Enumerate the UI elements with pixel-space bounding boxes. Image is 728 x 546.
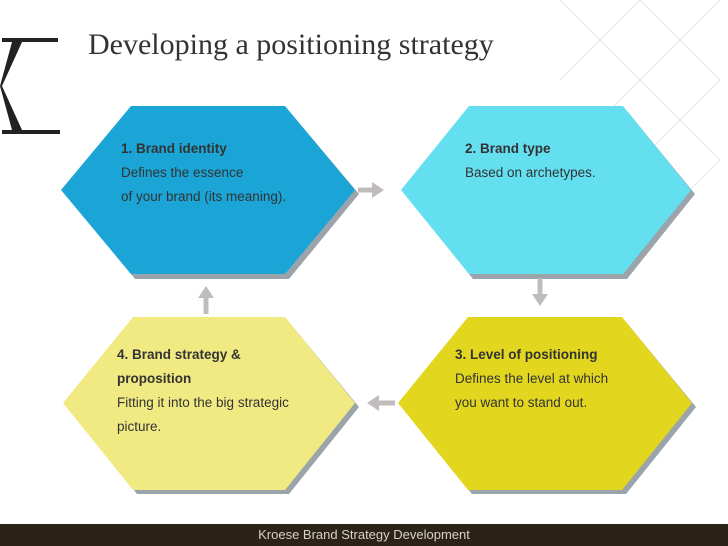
- hex-level-of-positioning: [398, 317, 692, 490]
- step-4-heading-line-2: proposition: [117, 371, 192, 386]
- step-3-line-1: Defines the level at which: [455, 371, 609, 386]
- step-1-heading: 1. Brand identity: [121, 141, 227, 156]
- step-1-text: 1. Brand identity Defines the essence of…: [121, 137, 286, 209]
- hex-brand-strategy: [63, 317, 355, 490]
- step-3-line-2: you want to stand out.: [455, 395, 588, 410]
- hex-brand-type: [401, 106, 691, 274]
- step-4-line-2: picture.: [117, 419, 162, 434]
- step-3-text: 3. Level of positioning Defines the leve…: [455, 343, 608, 415]
- arrow-2-to-3: [532, 278, 548, 306]
- step-4-line-1: Fitting it into the big strategic: [117, 395, 289, 410]
- step-2-heading: 2. Brand type: [465, 141, 551, 156]
- footer-bar: Kroese Brand Strategy Development: [0, 524, 728, 546]
- step-1-line-2: of your brand (its meaning).: [121, 189, 287, 204]
- hex-brand-identity: [61, 106, 355, 274]
- step-4-heading-line-1: 4. Brand strategy &: [117, 347, 241, 362]
- arrow-4-to-1: [198, 286, 214, 314]
- step-1-line-1: Defines the essence: [121, 165, 244, 180]
- step-2-text: 2. Brand type Based on archetypes.: [465, 137, 596, 185]
- page-title: Developing a positioning strategy: [88, 28, 494, 61]
- step-2-line-1: Based on archetypes.: [465, 165, 596, 180]
- arrow-3-to-4: [367, 395, 395, 411]
- footer-text: Kroese Brand Strategy Development: [258, 527, 470, 542]
- arrow-1-to-2: [358, 182, 384, 198]
- step-3-heading: 3. Level of positioning: [455, 347, 598, 362]
- step-4-text: 4. Brand strategy & proposition Fitting …: [117, 343, 289, 439]
